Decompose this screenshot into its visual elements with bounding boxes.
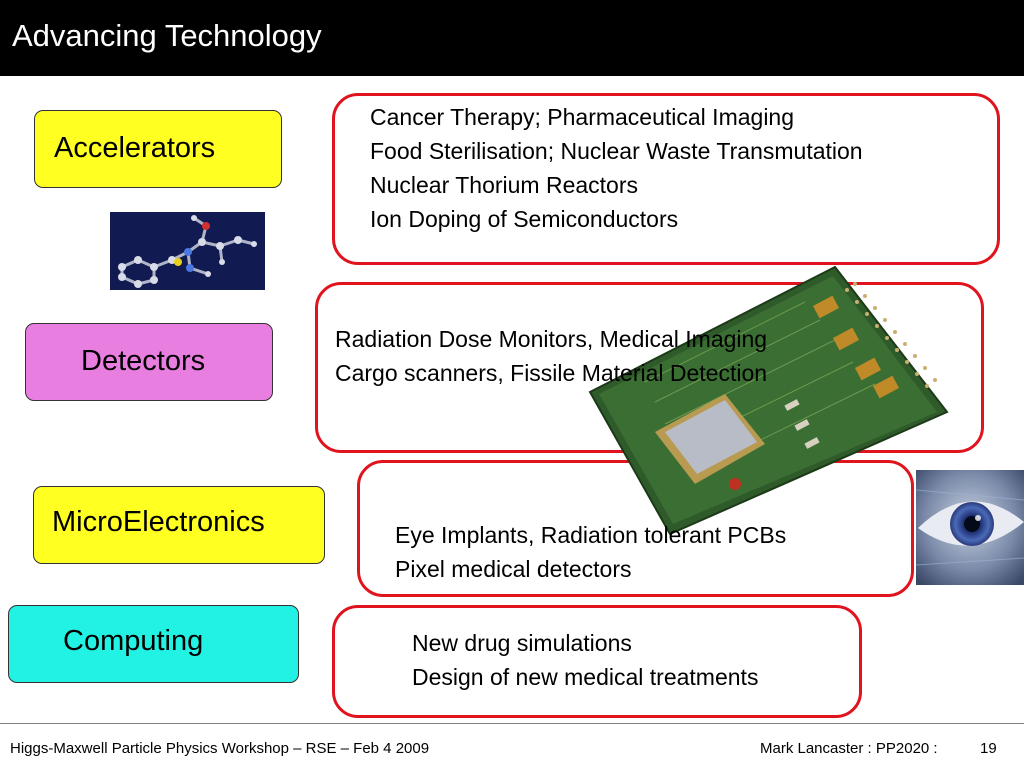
footer-author: Mark Lancaster : PP2020 : [760,740,938,757]
category-microelectronics: MicroElectronics [33,486,325,564]
page-number: 19 [980,740,997,757]
category-accelerators: Accelerators [34,110,282,188]
category-label: Computing [63,625,204,657]
slide-title: Advancing Technology [12,18,322,53]
category-label: Accelerators [54,132,216,164]
application-line: Design of new medical treatments [412,664,759,690]
application-line: New drug simulations [412,630,632,656]
molecule-image [110,212,265,290]
application-line: Radiation Dose Monitors, Medical Imaging [335,326,768,352]
title-bar: Advancing Technology [0,0,1024,76]
footer-divider [0,723,1024,724]
category-label: MicroElectronics [52,506,265,538]
eye-image [916,470,1024,585]
application-line: Ion Doping of Semiconductors [370,206,679,232]
circuit-board-image [588,265,949,536]
application-line: Cargo scanners, Fissile Material Detecti… [335,360,768,386]
footer-event: Higgs-Maxwell Particle Physics Workshop … [10,740,430,757]
application-line: Nuclear Thorium Reactors [370,172,639,198]
application-line: Cancer Therapy; Pharmaceutical Imaging [370,104,795,130]
application-box-computing [332,605,862,718]
application-line: Pixel medical detectors [395,556,632,582]
category-detectors: Detectors [25,323,273,401]
application-line: Food Sterilisation; Nuclear Waste Transm… [370,138,863,164]
application-line: Eye Implants, Radiation tolerant PCBs [395,522,787,548]
application-box-accelerators [332,93,1000,265]
category-label: Detectors [81,345,206,377]
category-computing: Computing [8,605,299,683]
